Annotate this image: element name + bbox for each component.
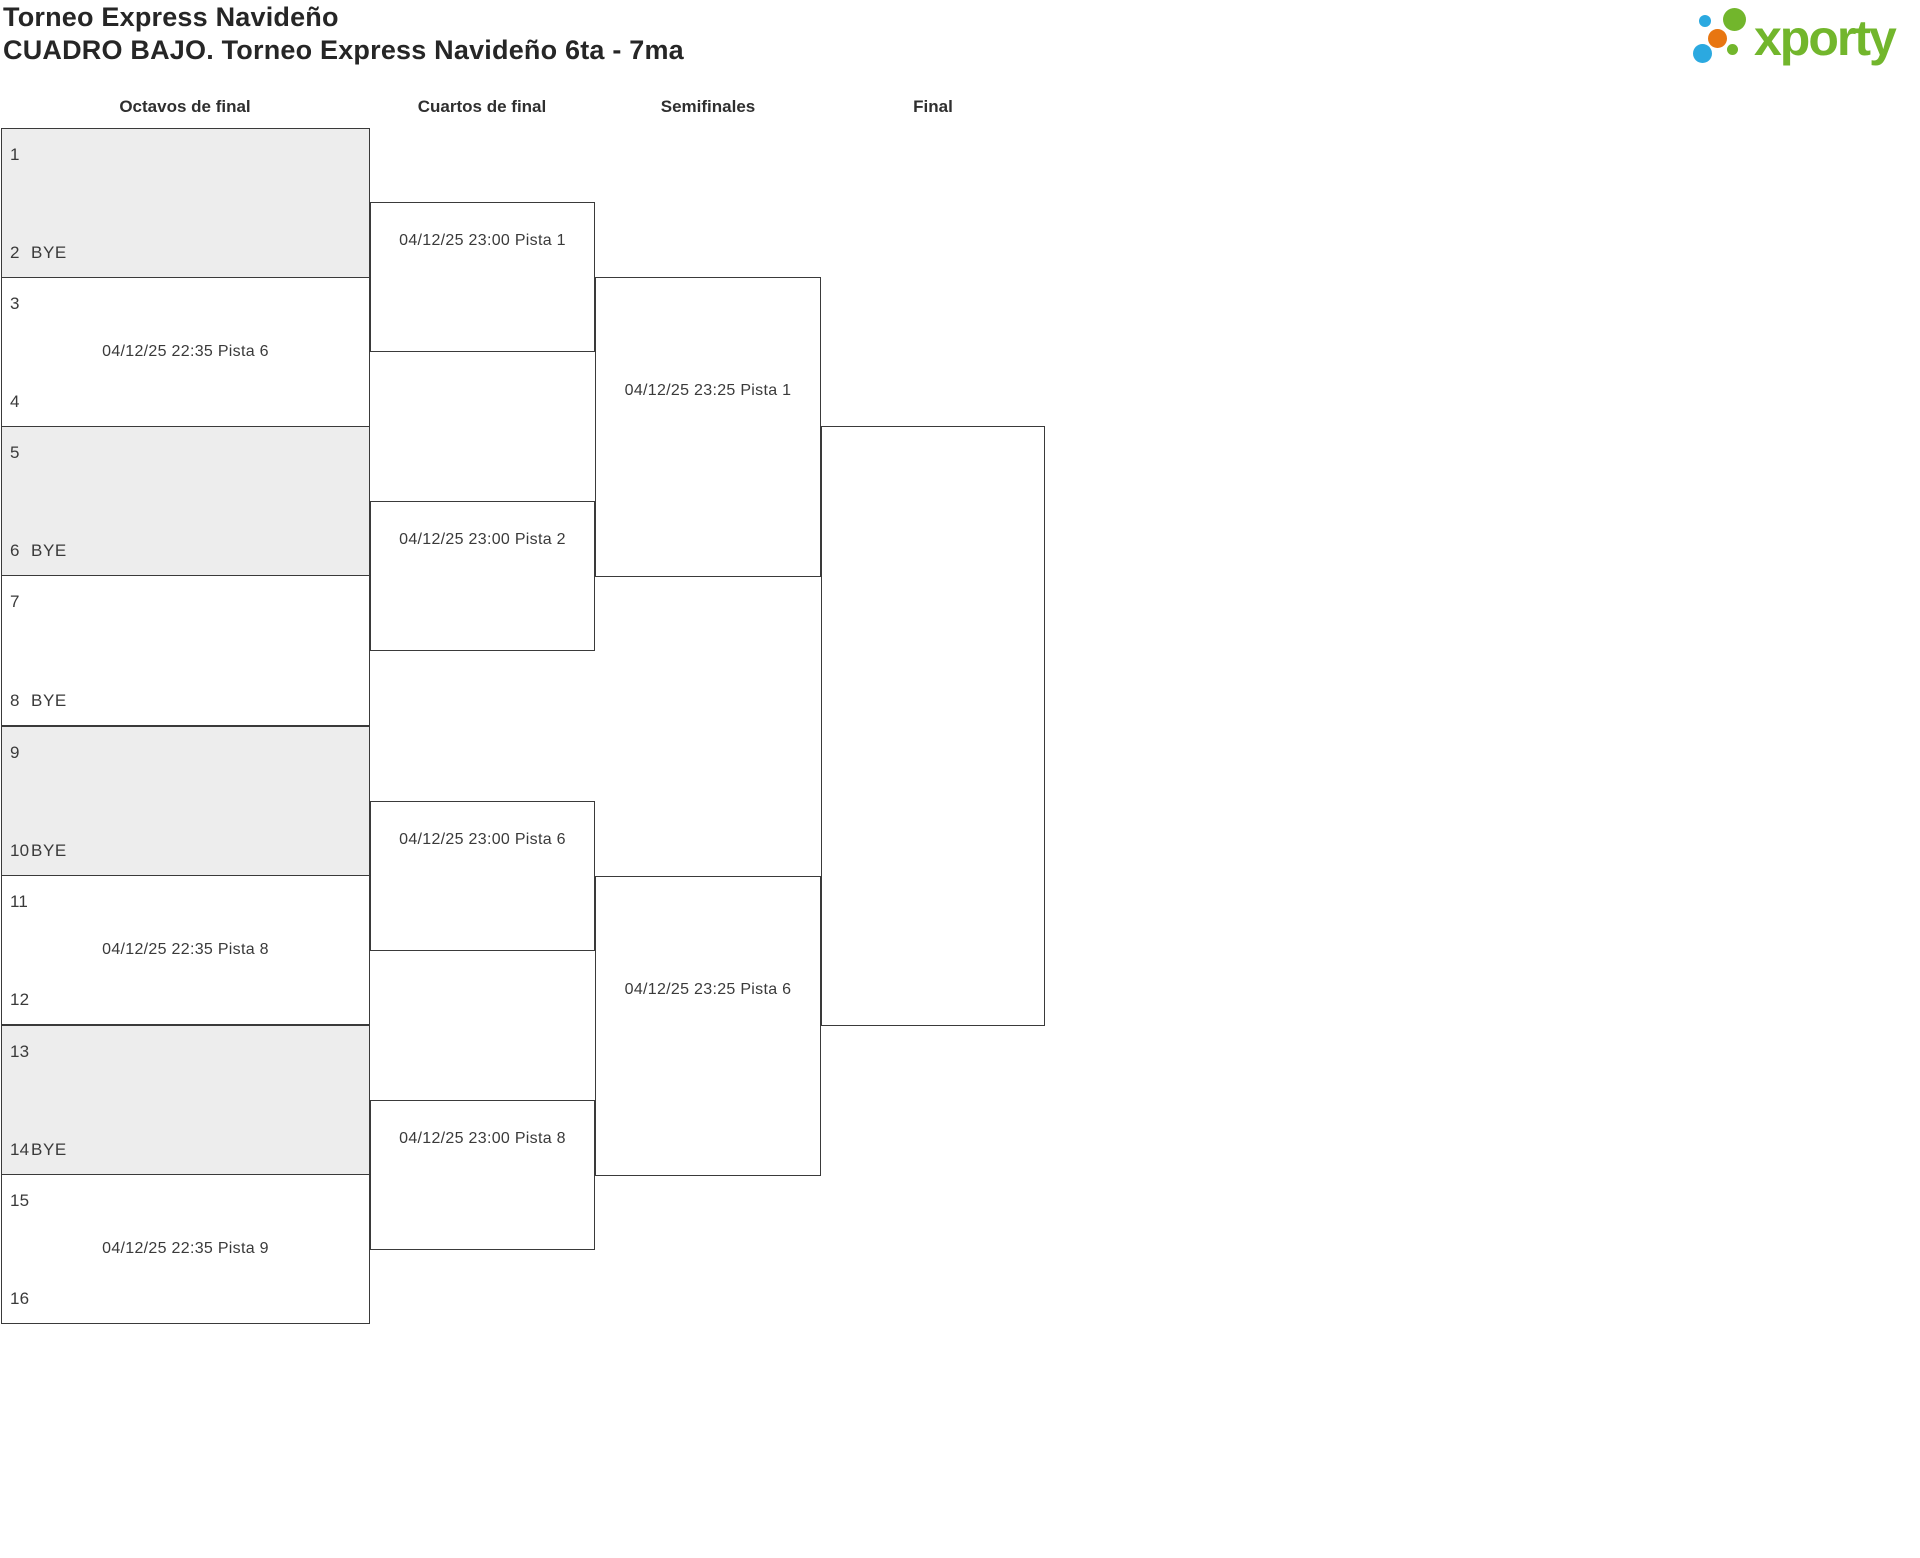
r16-match-4[interactable]: 7 8 BYE: [1, 575, 370, 726]
seed-number: 10: [10, 841, 30, 860]
r16-match-6[interactable]: 11 04/12/25 22:35 Pista 8 12: [1, 875, 370, 1025]
match-time: 04/12/25 23:25 Pista 1: [624, 382, 792, 399]
logo-wordmark: xporty: [1754, 10, 1897, 66]
r16-match-5[interactable]: 9 10 BYE: [1, 726, 370, 876]
r16-match-1[interactable]: 1 2 BYE: [1, 128, 370, 278]
qf-match-3[interactable]: 04/12/25 23:00 Pista 6: [370, 801, 595, 951]
seed-number: 13: [10, 1042, 30, 1061]
match-time: 04/12/25 22:35 Pista 9: [102, 1240, 269, 1257]
logo-dot-icon: [1727, 44, 1738, 55]
sf-match-2[interactable]: 04/12/25 23:25 Pista 6: [595, 876, 821, 1176]
seed-number: 9: [10, 743, 20, 762]
participant-slot: 7: [10, 592, 31, 612]
r16-match-3[interactable]: 5 6 BYE: [1, 426, 370, 576]
round-header-final: Final: [913, 97, 953, 116]
qf-match-4[interactable]: 04/12/25 23:00 Pista 8: [370, 1100, 595, 1250]
participant-slot: 8 BYE: [10, 691, 67, 711]
seed-number: 14: [10, 1140, 30, 1159]
participant-slot: 6 BYE: [10, 541, 67, 561]
match-time: 04/12/25 23:00 Pista 1: [399, 232, 566, 249]
participant-slot: 1: [10, 145, 31, 165]
round-header-octavos: Octavos de final: [119, 97, 251, 116]
seed-number: 7: [10, 592, 20, 611]
logo-dot-icon: [1699, 15, 1711, 27]
seed-number: 5: [10, 443, 20, 462]
seed-number: 4: [10, 392, 20, 411]
participant-slot: 9: [10, 743, 31, 763]
participant-slot: 10 BYE: [10, 841, 67, 861]
tournament-title: Torneo Express Navideño: [3, 2, 339, 32]
seed-number: 6: [10, 541, 20, 560]
match-time: 04/12/25 23:00 Pista 8: [399, 1130, 566, 1147]
bye-label: BYE: [31, 243, 67, 262]
qf-match-2[interactable]: 04/12/25 23:00 Pista 2: [370, 501, 595, 651]
logo-dot-icon: [1708, 29, 1727, 48]
participant-slot: 14 BYE: [10, 1140, 67, 1160]
participant-slot: 5: [10, 443, 31, 463]
participant-slot: 4: [10, 392, 31, 412]
r16-match-8[interactable]: 15 04/12/25 22:35 Pista 9 16: [1, 1174, 370, 1324]
r16-match-7[interactable]: 13 14 BYE: [1, 1025, 370, 1175]
match-time: 04/12/25 23:00 Pista 2: [399, 531, 566, 548]
seed-number: 8: [10, 691, 20, 710]
r16-match-2[interactable]: 3 04/12/25 22:35 Pista 6 4: [1, 277, 370, 427]
participant-slot: 2 BYE: [10, 243, 67, 263]
match-time: 04/12/25 23:25 Pista 6: [624, 981, 792, 998]
seed-number: 12: [10, 990, 30, 1009]
match-time: 04/12/25 22:35 Pista 6: [102, 343, 269, 360]
logo-dot-icon: [1723, 8, 1746, 31]
final-match[interactable]: [821, 426, 1045, 1026]
seed-number: 2: [10, 243, 20, 262]
bye-label: BYE: [31, 691, 67, 710]
match-time: 04/12/25 23:00 Pista 6: [399, 831, 566, 848]
round-header-cuartos: Cuartos de final: [417, 97, 547, 116]
participant-slot: 15: [10, 1191, 31, 1211]
bye-label: BYE: [31, 541, 67, 560]
seed-number: 15: [10, 1191, 30, 1210]
participant-slot: 11: [10, 892, 31, 912]
seed-number: 1: [10, 145, 20, 164]
bye-label: BYE: [31, 841, 67, 860]
participant-slot: 3: [10, 294, 31, 314]
bye-label: BYE: [31, 1140, 67, 1159]
seed-number: 11: [10, 892, 29, 911]
seed-number: 16: [10, 1289, 30, 1308]
round-header-semifinales: Semifinales: [660, 97, 756, 116]
sf-match-1[interactable]: 04/12/25 23:25 Pista 1: [595, 277, 821, 577]
participant-slot: 13: [10, 1042, 31, 1062]
logo-dot-icon: [1693, 44, 1712, 63]
participant-slot: 16: [10, 1289, 31, 1309]
qf-match-1[interactable]: 04/12/25 23:00 Pista 1: [370, 202, 595, 352]
bracket-subtitle: CUADRO BAJO. Torneo Express Navideño 6ta…: [3, 35, 684, 65]
match-time: 04/12/25 22:35 Pista 8: [102, 941, 269, 958]
seed-number: 3: [10, 294, 20, 313]
participant-slot: 12: [10, 990, 31, 1010]
xporty-logo[interactable]: xporty: [1690, 5, 1920, 73]
